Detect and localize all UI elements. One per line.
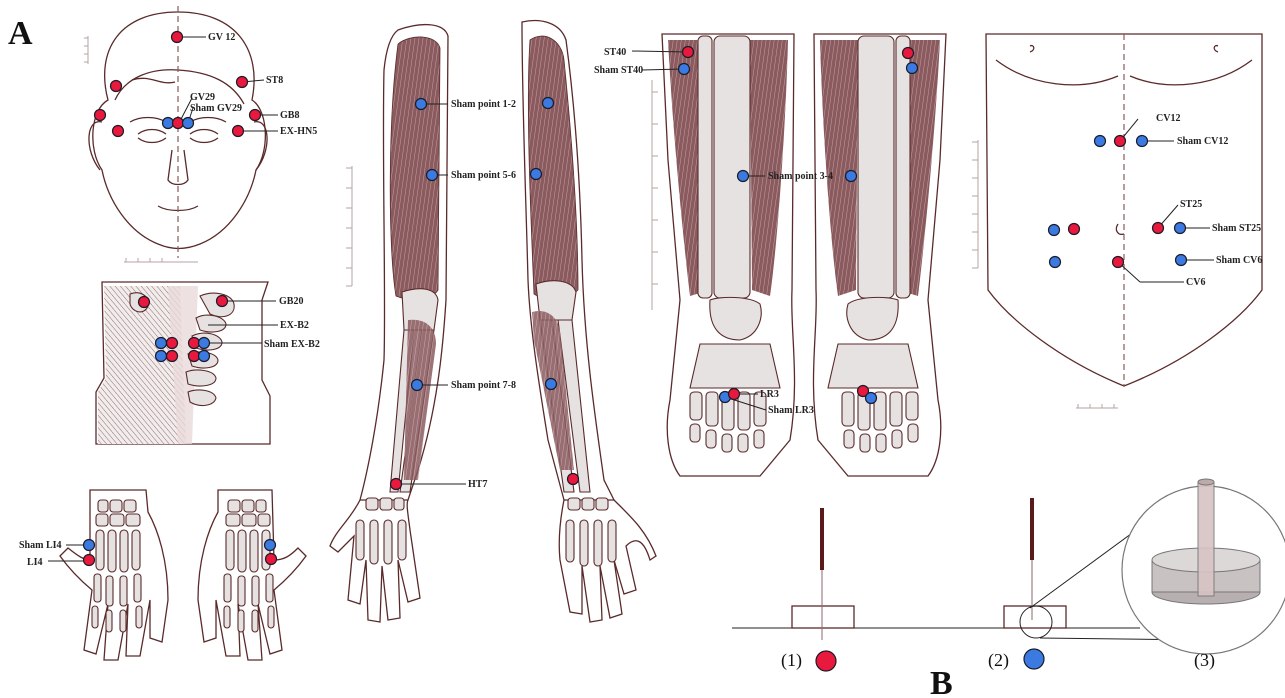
torso-illustration <box>972 34 1262 408</box>
right-arm-illustration <box>522 21 656 622</box>
label-sham-point-3-4: Sham point 3-4 <box>768 171 833 182</box>
legend-detail-label: (3) <box>1194 650 1215 671</box>
point-gv29 <box>173 118 184 129</box>
point-ht7-right <box>568 474 579 485</box>
point-sham-ex-b2-3 <box>199 338 210 349</box>
label-st25: ST25 <box>1180 199 1202 210</box>
left-hand-illustration <box>60 490 168 660</box>
point-sham-cv6-left <box>1050 257 1061 268</box>
panel-label-b: B <box>930 665 953 698</box>
point-ex-hn5-right <box>233 126 244 137</box>
label-li4: LI4 <box>27 557 43 568</box>
point-cv6 <box>1113 257 1124 268</box>
label-st8: ST8 <box>266 75 283 86</box>
label-gb8: GB8 <box>280 110 299 121</box>
point-ex-b2-4 <box>189 351 200 362</box>
label-gv12: GV 12 <box>208 32 235 43</box>
point-sham-st25-left <box>1049 225 1060 236</box>
point-li4-right <box>266 554 277 565</box>
point-gb8-left <box>95 110 106 121</box>
point-sham-1-2-left <box>416 99 427 110</box>
label-gb20: GB20 <box>279 296 303 307</box>
point-gb20-right <box>217 296 228 307</box>
label-sham-ex-b2: Sham EX-B2 <box>264 339 320 350</box>
label-cv6: CV6 <box>1186 277 1205 288</box>
point-sham-lr3-right <box>866 393 877 404</box>
legend-sham-label: (2) <box>988 650 1009 671</box>
point-sham-st25-right <box>1175 223 1186 234</box>
point-sham-cv6-right <box>1176 255 1187 266</box>
label-sham-li4: Sham LI4 <box>19 540 62 551</box>
label-sham-gv29: Sham GV29 <box>190 103 242 114</box>
label-ex-b2: EX-B2 <box>280 320 309 331</box>
label-sham-st40: Sham ST40 <box>594 65 643 76</box>
neck-illustration <box>96 282 270 444</box>
point-sham-cv12-right <box>1137 136 1148 147</box>
point-sham-ex-b2-1 <box>156 338 167 349</box>
label-sham-cv6: Sham CV6 <box>1216 255 1262 266</box>
point-st8-left <box>111 81 122 92</box>
point-sham-ex-b2-4 <box>199 351 210 362</box>
point-sham-3-4-right <box>846 171 857 182</box>
point-sham-li4-left <box>84 540 95 551</box>
point-st40-right <box>903 48 914 59</box>
point-sham-cv12-left <box>1095 136 1106 147</box>
acupoints <box>84 32 1187 566</box>
point-sham-1-2-right <box>543 98 554 109</box>
label-sham-lr3: Sham LR3 <box>768 405 814 416</box>
point-sham-7-8-right <box>546 379 557 390</box>
point-lr3-left <box>729 389 740 400</box>
point-gb20-left <box>139 297 150 308</box>
legend-real-dot <box>816 651 836 671</box>
point-sham-5-6-left <box>427 170 438 181</box>
point-ht7-left <box>391 479 402 490</box>
point-sham-st40-left <box>679 64 690 75</box>
label-ex-hn5: EX-HN5 <box>280 126 317 137</box>
label-cv12: CV12 <box>1156 113 1180 124</box>
left-arm-illustration <box>330 25 448 622</box>
label-st40: ST40 <box>604 47 626 58</box>
leg-ruler <box>652 80 658 310</box>
point-sham-7-8-left <box>412 380 423 391</box>
point-ex-b2-1 <box>167 338 178 349</box>
panel-label-a: A <box>8 15 33 52</box>
label-gv29: GV29 <box>190 92 215 103</box>
right-hand-illustration <box>198 490 306 660</box>
legend-real-label: (1) <box>781 650 802 671</box>
point-sham-gv29-right <box>183 118 194 129</box>
label-sham-point-1-2: Sham point 1-2 <box>451 99 516 110</box>
point-sham-st40-right <box>907 63 918 74</box>
right-leg-illustration <box>813 34 946 476</box>
point-st25-right <box>1153 223 1164 234</box>
point-st40-left <box>683 47 694 58</box>
label-sham-st25: Sham ST25 <box>1212 223 1261 234</box>
point-cv12 <box>1115 136 1126 147</box>
arm-ruler <box>346 166 352 286</box>
point-li4-left <box>84 555 95 566</box>
label-lr3: LR3 <box>760 389 779 400</box>
point-st25-left <box>1069 224 1080 235</box>
label-sham-point-5-6: Sham point 5-6 <box>451 170 516 181</box>
label-sham-point-7-8: Sham point 7-8 <box>451 380 516 391</box>
point-sham-ex-b2-2 <box>156 351 167 362</box>
point-ex-hn5-left <box>113 126 124 137</box>
point-ex-b2-2 <box>167 351 178 362</box>
point-ex-b2-3 <box>189 338 200 349</box>
needle-diagram <box>732 479 1285 654</box>
point-sham-li4-right <box>265 540 276 551</box>
legend-sham-dot <box>1024 649 1044 669</box>
point-st8-right <box>237 77 248 88</box>
point-gv12 <box>172 32 183 43</box>
label-sham-cv12: Sham CV12 <box>1177 136 1228 147</box>
point-sham-gv29-left <box>163 118 174 129</box>
label-ht7: HT7 <box>468 479 487 490</box>
point-sham-3-4-left <box>738 171 749 182</box>
point-gb8-right <box>250 110 261 121</box>
point-sham-5-6-right <box>531 169 542 180</box>
